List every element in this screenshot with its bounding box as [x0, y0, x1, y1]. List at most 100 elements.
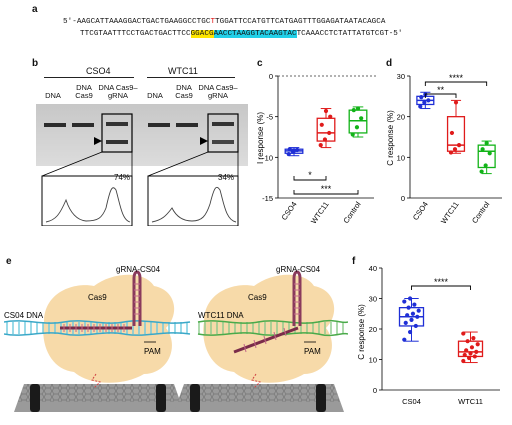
lane-label-dna-1: DNA	[45, 91, 61, 100]
dna-helix	[198, 322, 348, 334]
data-point	[456, 143, 462, 148]
right-pam-label: PAM	[304, 347, 321, 356]
y-tick-label: 0	[269, 72, 273, 81]
zoom-line	[147, 151, 209, 177]
gel-highlight-box	[207, 113, 239, 153]
data-point	[403, 320, 408, 325]
data-point	[327, 130, 332, 136]
densitometry-box	[41, 175, 133, 226]
data-point	[471, 336, 476, 341]
pam-highlight: GGACG	[190, 30, 214, 38]
schematic-diagram: gRNA-CS04 Cas9 CS04 DNA PAM gRNA-CS04 Ca…	[4, 265, 348, 412]
linker	[251, 373, 261, 389]
panel-b-label: b	[32, 58, 39, 69]
data-point	[472, 354, 477, 359]
data-point	[416, 308, 421, 313]
right-cas9-label: Cas9	[248, 293, 267, 302]
y-tick-label: -5	[266, 113, 273, 122]
mutation-base: T	[210, 18, 216, 26]
graphene-lattice	[178, 384, 340, 402]
gel-background	[36, 104, 248, 166]
sequence-bottom-strand: TTCGTAATTTCCTGACTGACTTCCGGACGAACCTAAGGTA…	[80, 30, 403, 38]
lane-label-cas9-1: DNA Cas9	[75, 83, 93, 100]
left-complex	[4, 270, 191, 412]
significance-stars: **	[437, 85, 445, 95]
left-grna-label: gRNA-CS04	[116, 265, 161, 274]
data-point	[410, 311, 416, 316]
data-point	[350, 132, 355, 137]
y-tick-label: -15	[262, 194, 273, 203]
electrode	[190, 384, 200, 412]
data-point	[452, 147, 458, 152]
y-tick-label: 0	[373, 386, 377, 395]
x-tick-label: CS04	[402, 397, 421, 406]
y-tick-label: -10	[262, 153, 273, 162]
x-tick-label: CSO4	[411, 200, 430, 222]
data-point	[418, 104, 423, 109]
left-dna-label: CS04 DNA	[4, 311, 44, 320]
y-tick-label: 40	[369, 264, 377, 273]
data-point	[322, 137, 328, 142]
electrode	[30, 384, 40, 412]
data-point	[295, 147, 300, 153]
data-point	[286, 151, 291, 157]
data-point	[354, 125, 360, 130]
data-point	[402, 299, 407, 304]
cleavage-percent-1: 74%	[114, 173, 131, 182]
data-point	[469, 345, 475, 350]
data-point	[355, 106, 361, 111]
box	[446, 116, 466, 152]
arrowhead-icon	[94, 137, 102, 145]
significance-bracket	[424, 93, 457, 98]
gel-band	[148, 123, 170, 127]
significance-stars: *	[308, 170, 312, 180]
data-point	[487, 151, 492, 156]
gel-band	[106, 140, 128, 144]
data-point	[480, 147, 485, 152]
data-point	[406, 305, 411, 310]
data-point	[415, 314, 420, 319]
data-point	[318, 143, 323, 148]
data-point	[484, 141, 489, 146]
x-tick-label: WTC11	[309, 200, 331, 226]
x-tick-label: CSO4	[280, 200, 299, 222]
group2-underline	[147, 77, 235, 78]
data-point	[351, 108, 356, 113]
data-point	[328, 114, 333, 119]
y-tick-label: 20	[369, 325, 377, 334]
significance-stars: ****	[434, 277, 449, 287]
panel-d-label: d	[386, 58, 393, 69]
linker	[91, 373, 101, 389]
right-complex	[174, 270, 348, 412]
data-point	[413, 323, 418, 329]
data-point	[449, 130, 455, 136]
right-grna-label: gRNA-CS04	[276, 265, 321, 274]
data-point	[359, 116, 364, 121]
gel-image	[36, 104, 248, 226]
data-point	[461, 331, 466, 336]
y-axis-label: C response (%)	[357, 304, 366, 360]
grna-target-highlight: AACCTAAGGTACAAGTAC	[213, 30, 297, 38]
electrode	[316, 384, 326, 412]
data-point	[412, 302, 417, 307]
gel-group1-title: CSO4	[86, 66, 111, 76]
data-point	[405, 313, 410, 318]
y-axis-label: I response (%)	[256, 112, 265, 164]
gel-band	[44, 123, 66, 127]
data-point	[319, 122, 324, 127]
gel-band	[176, 123, 198, 127]
arrowhead-icon	[200, 137, 208, 145]
zoom-line	[41, 151, 103, 177]
box	[348, 109, 368, 134]
data-point	[422, 100, 427, 105]
data-point	[407, 329, 413, 335]
significance-bracket	[293, 176, 327, 181]
panel-f-label: f	[352, 256, 356, 267]
y-tick-label: 10	[397, 153, 405, 162]
gel-band	[72, 123, 94, 127]
significance-stars: ****	[449, 73, 464, 83]
electrode	[156, 384, 166, 412]
x-tick-label: Control	[341, 200, 362, 225]
data-point	[462, 352, 467, 358]
densitometry-trace	[151, 186, 237, 223]
